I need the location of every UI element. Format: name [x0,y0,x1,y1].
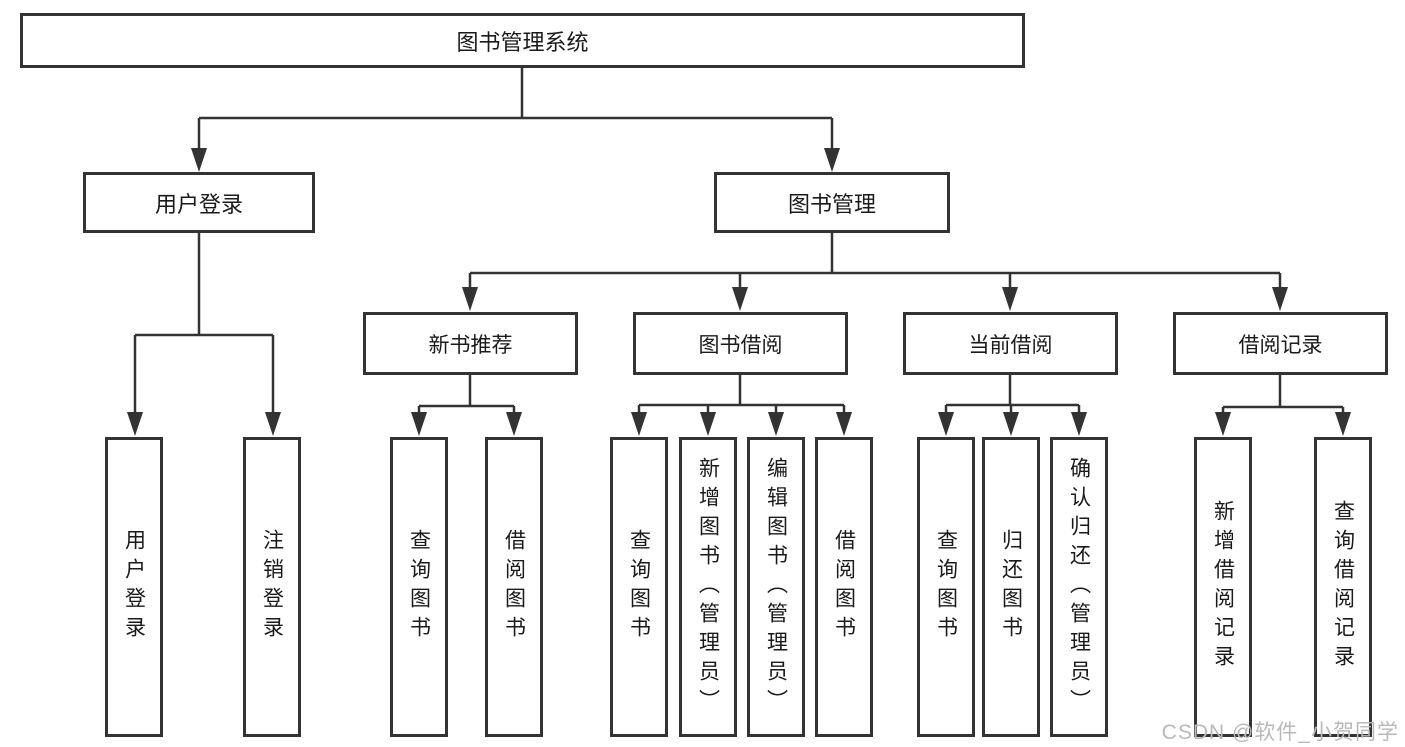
node-label: 查询图书 [627,529,651,645]
leaf-add-borrow-record: 新增借阅记录 [1194,437,1252,737]
node-label: 借阅图书 [832,529,856,645]
node-library-management-system: 图书管理系统 [20,13,1025,68]
leaf-logout: 注销登录 [243,437,301,737]
watermark: CSDN @软件_小贺同学 [1161,721,1399,744]
node-label: 确认归还（管理员） [1067,456,1091,718]
leaf-query-borrow-record: 查询借阅记录 [1314,437,1372,737]
node-book-management: 图书管理 [714,172,950,233]
node-label: 借阅记录 [1238,333,1323,357]
node-label: 编辑图书（管理员） [764,456,788,718]
node-label: 当前借阅 [968,333,1053,357]
leaf-borrow-books: 借阅图书 [815,437,873,737]
leaf-return-books: 归还图书 [982,437,1040,737]
node-label: 用户登录 [122,529,146,645]
node-book-borrowing: 图书借阅 [633,312,848,375]
node-label: 查询图书 [934,529,958,645]
node-user-login: 用户登录 [83,172,315,233]
node-label: 新书推荐 [428,333,513,357]
leaf-confirm-return-admin: 确认归还（管理员） [1050,437,1108,737]
node-label: 查询借阅记录 [1331,500,1355,674]
node-borrowing-records: 借阅记录 [1173,312,1388,375]
node-label: 查询图书 [407,529,431,645]
node-label: 新增图书（管理员） [696,456,720,718]
node-label: 借阅图书 [502,529,526,645]
leaf-user-login: 用户登录 [105,437,163,737]
node-label: 图书管理系统 [456,29,589,55]
node-label: 新增借阅记录 [1211,500,1235,674]
leaf-query-books-current: 查询图书 [917,437,975,737]
node-label: 用户登录 [154,191,243,217]
leaf-borrow-books-newbook: 借阅图书 [485,437,543,737]
node-label: 归还图书 [999,529,1023,645]
leaf-add-books-admin: 新增图书（管理员） [679,437,737,737]
node-label: 图书借阅 [698,333,783,357]
leaf-query-books-borrow: 查询图书 [610,437,668,737]
node-new-book-recommend: 新书推荐 [363,312,578,375]
leaf-query-books-newbook: 查询图书 [390,437,448,737]
node-label: 图书管理 [787,191,876,217]
node-label: 注销登录 [260,529,284,645]
leaf-edit-books-admin: 编辑图书（管理员） [747,437,805,737]
node-current-borrowing: 当前借阅 [903,312,1118,375]
